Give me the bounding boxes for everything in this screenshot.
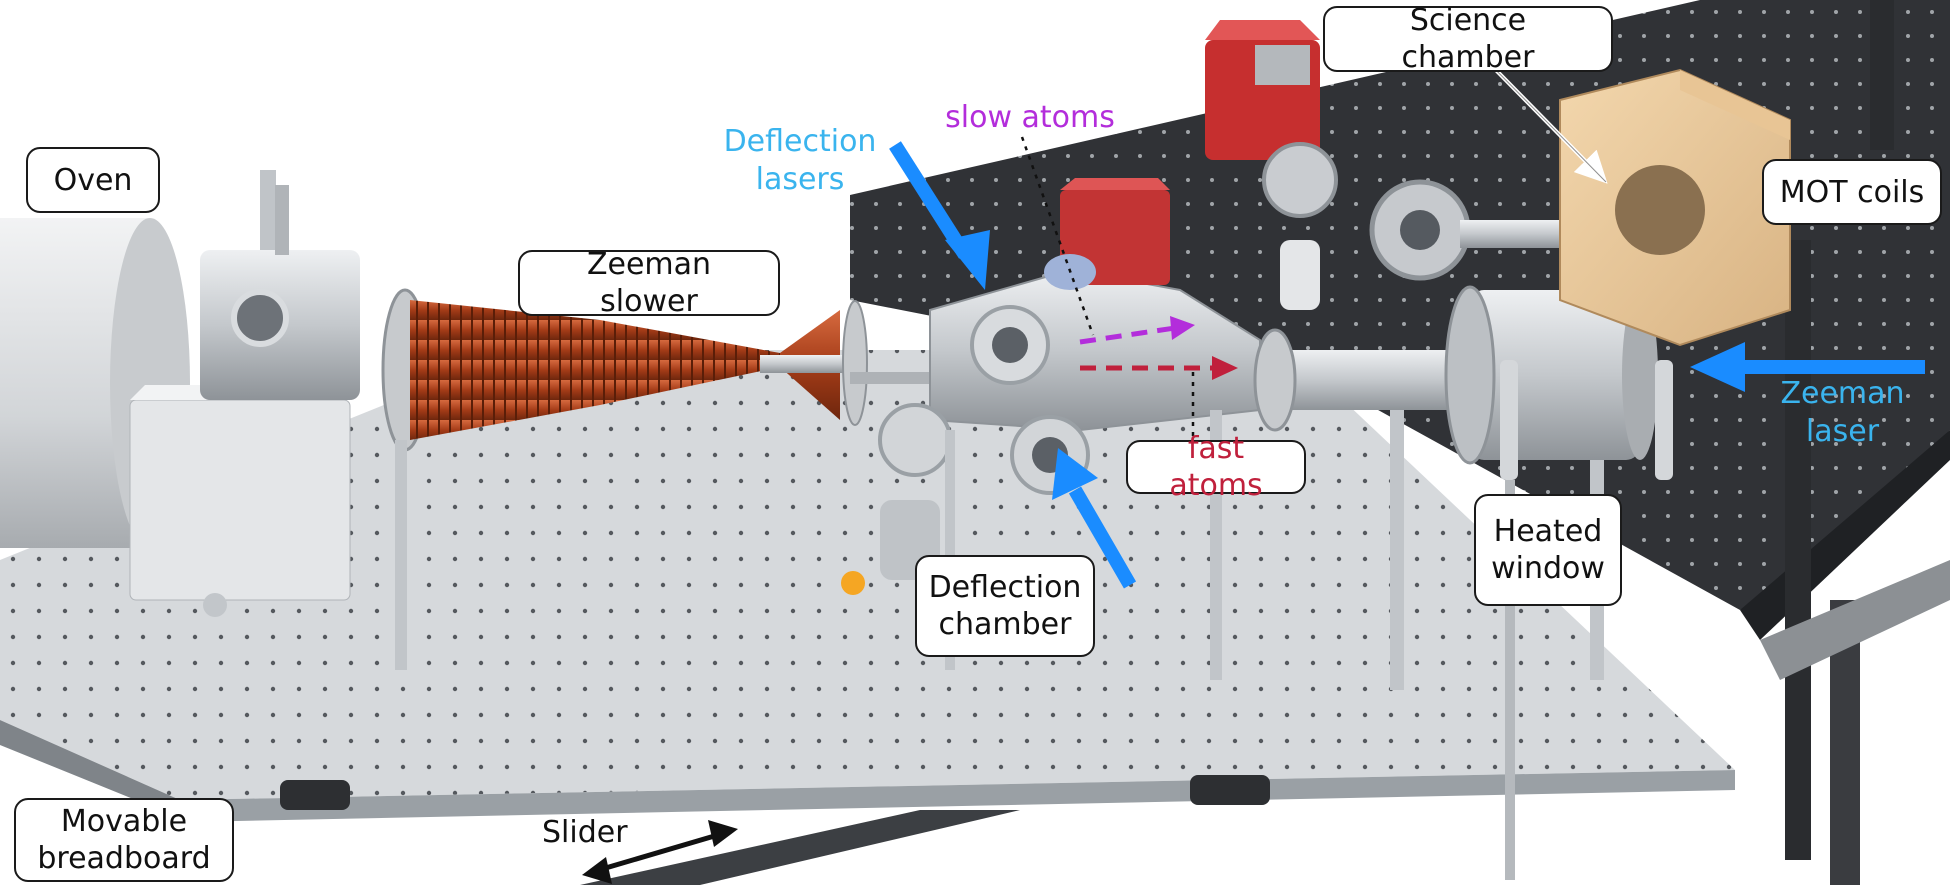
label-deflection-chamber: Deflection chamber xyxy=(915,555,1095,657)
slider-rail xyxy=(280,775,1270,885)
label-oven: Oven xyxy=(26,147,160,213)
label-mot-coils: MOT coils xyxy=(1762,159,1942,225)
label-movable-breadboard: Movable breadboard xyxy=(14,798,234,882)
science-chamber-pointer-outline xyxy=(1487,61,1607,183)
deflection-laser-upper xyxy=(889,141,971,259)
laser-arrows xyxy=(889,141,1925,589)
slow-atoms-path xyxy=(1079,325,1176,345)
zeeman-slower-coil xyxy=(381,288,940,452)
deflection-laser-lower-head xyxy=(1052,448,1098,500)
label-zeeman-slower: Zeeman slower xyxy=(518,247,780,319)
annotation-deflection-lasers: Deflection lasers xyxy=(723,124,877,197)
science-chamber-body xyxy=(1205,20,1610,310)
zeeman-laser-head xyxy=(1690,342,1745,392)
annotation-zeeman-laser: Zeeman laser xyxy=(1780,376,1905,449)
label-heated-window: Heated window xyxy=(1474,494,1622,606)
aluminium-frame xyxy=(1760,0,1950,885)
heated-window-assembly xyxy=(1444,285,1673,880)
deflection-laser-upper-head xyxy=(945,230,990,290)
deflection-laser-lower xyxy=(1068,486,1137,589)
atom-beams xyxy=(1020,136,1238,440)
slow-atoms-head xyxy=(1170,316,1195,340)
label-fast-atoms: fast atoms xyxy=(1126,431,1306,503)
slider-arrow xyxy=(582,820,738,884)
mot-coil-frame xyxy=(1559,68,1791,347)
fast-atoms-head xyxy=(1212,356,1238,380)
oven-assembly xyxy=(0,170,360,617)
label-science-chamber: Science chamber xyxy=(1323,3,1613,75)
annotation-slow-atoms: slow atoms xyxy=(945,100,1115,135)
label-slider: Slider xyxy=(542,815,628,850)
